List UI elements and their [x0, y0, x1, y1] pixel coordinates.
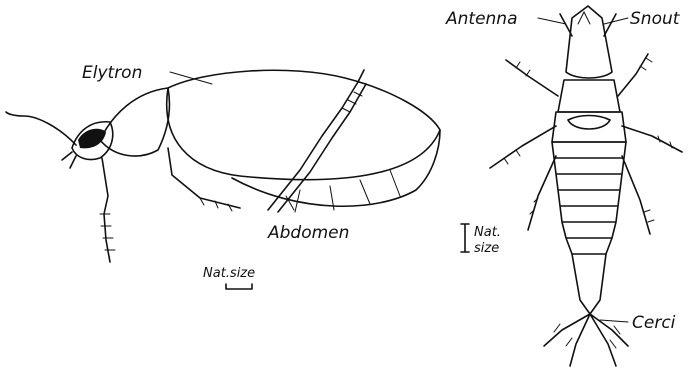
larva-antenna [560, 14, 572, 36]
beetle-drawing [6, 70, 440, 289]
beetle-middle-leg [168, 148, 240, 208]
snout-label: Snout [630, 9, 681, 29]
beetle-hind-leg [268, 70, 364, 210]
beetle-antenna [6, 112, 76, 145]
elytron-leader-line [170, 72, 212, 84]
abdomen-label: Abdomen [267, 223, 349, 243]
elytron-label: Elytron [82, 63, 142, 83]
larva-snout [604, 14, 616, 36]
cerci-label: Cerci [632, 313, 676, 333]
beetle-scale-bar [226, 284, 252, 289]
larva-leg [506, 60, 558, 96]
larva-abdomen [552, 142, 626, 254]
larva-cerci [544, 314, 628, 366]
beetle-front-leg [102, 158, 110, 262]
beetle-abdomen [232, 130, 440, 206]
larva-scale-bar [461, 224, 469, 252]
beetle-elytron [167, 70, 440, 179]
antenna-label: Antenna [445, 9, 518, 29]
larva-tail [572, 254, 606, 314]
larva-scale-label-nat: Nat. [474, 225, 501, 240]
larva-scale-label-size: size [474, 241, 499, 256]
larva-head [566, 6, 612, 78]
larva-drawing [461, 6, 682, 366]
beetle-scale-label: Nat.size [203, 266, 255, 281]
larva-thorax [558, 80, 620, 112]
